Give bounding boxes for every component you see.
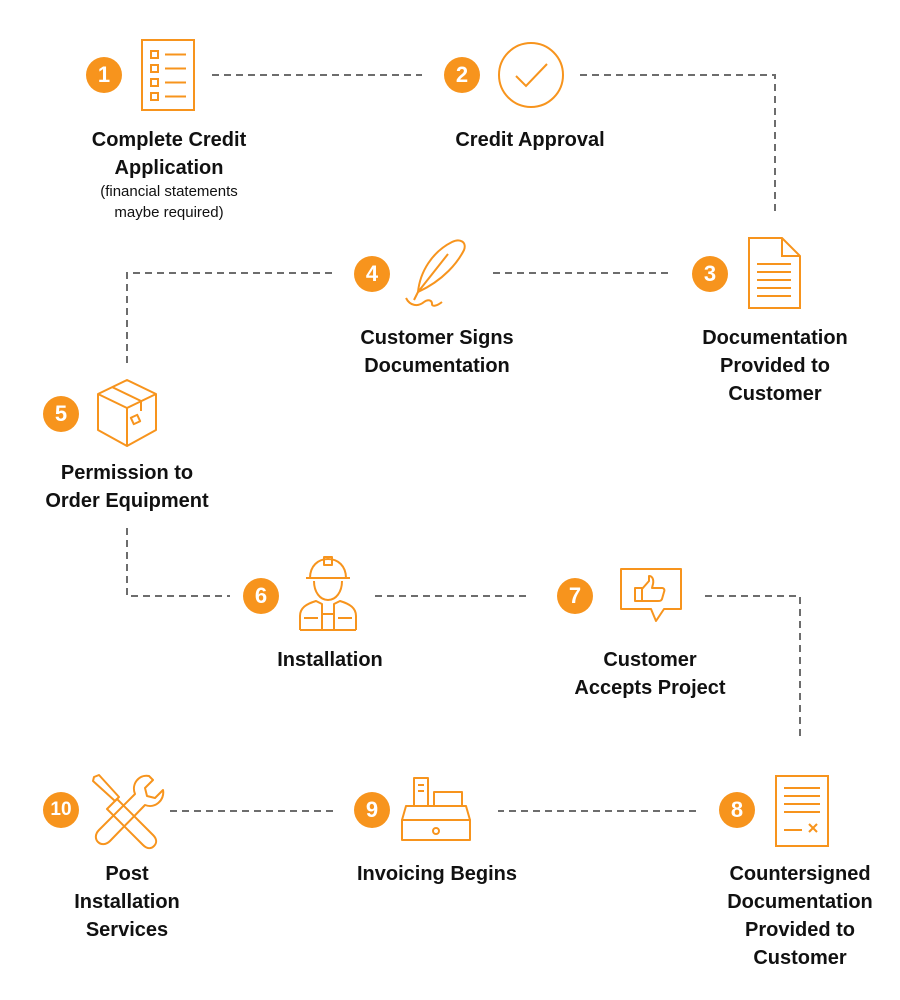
step-7-title-line-2: Accepts Project: [574, 677, 726, 699]
thumbs-up-message-icon: [620, 568, 682, 622]
step-1-title-line-2: Application: [114, 157, 224, 179]
worker-icon: [299, 556, 357, 631]
step-1-note: (financial statements maybe required): [40, 181, 298, 223]
step-3-number: 3: [703, 261, 717, 286]
step-6-title: Installation: [230, 646, 430, 674]
step-2-title: Credit Approval: [400, 126, 660, 154]
step-7-badge: 7: [557, 578, 593, 614]
step-10-title: Post Installation Services: [27, 860, 227, 944]
step-1-title-line-1: Complete Credit: [91, 129, 247, 151]
step-9-number: 9: [365, 797, 379, 822]
step-4-title: Customer Signs Documentation: [312, 324, 562, 380]
connector-5-6: [126, 528, 230, 597]
wrench-screwdriver-icon: [92, 774, 165, 850]
step-10-title-line-2: Installation: [74, 891, 180, 913]
connector-4-5: [126, 272, 332, 368]
step-7-title: Customer Accepts Project: [535, 646, 765, 702]
step-7-number: 7: [568, 583, 582, 608]
step-10-title-line-1: Post: [105, 863, 149, 885]
step-5-title-line-2: Order Equipment: [45, 490, 209, 512]
checkmark-circle-icon: [498, 42, 564, 108]
step-2-title-line-1: Credit Approval: [455, 129, 605, 151]
step-6-title-line-1: Installation: [277, 649, 383, 671]
step-8-title-line-1: Countersigned: [729, 863, 871, 885]
step-3-title-line-1: Documentation: [702, 327, 848, 349]
step-10-badge: 10: [43, 792, 79, 828]
step-4-title-line-1: Customer Signs: [360, 327, 514, 349]
step-9-title-line-1: Invoicing Begins: [356, 863, 518, 885]
step-4-title-line-2: Documentation: [364, 355, 510, 377]
step-5-number: 5: [54, 401, 68, 426]
document-icon: [748, 237, 801, 309]
step-9-title: Invoicing Begins: [317, 860, 557, 888]
step-1-badge: 1: [86, 57, 122, 93]
step-8-title-line-3: Provided to: [744, 919, 855, 941]
step-10-number: 10: [50, 799, 72, 820]
step-1-note-line-1: (financial statements: [100, 183, 238, 200]
step-3-badge: 3: [692, 256, 728, 292]
step-6-badge: 6: [243, 578, 279, 614]
step-8-title-line-4: Customer: [753, 947, 847, 969]
cash-register-icon: [401, 777, 471, 841]
box-icon: [97, 379, 157, 447]
step-6-number: 6: [254, 583, 268, 608]
step-8-title-line-2: Documentation: [727, 891, 873, 913]
step-1-number: 1: [97, 62, 111, 87]
step-10-title-line-3: Services: [85, 919, 169, 941]
connector-2-3: [580, 74, 776, 215]
step-9-badge: 9: [354, 792, 390, 828]
step-7-title-line-1: Customer: [603, 649, 697, 671]
step-8-number: 8: [730, 797, 744, 822]
step-2-badge: 2: [444, 57, 480, 93]
step-4-badge: 4: [354, 256, 390, 292]
step-5-title-line-1: Permission to: [60, 462, 194, 484]
quill-signature-icon: [405, 239, 466, 307]
signed-document-icon: [775, 775, 829, 847]
step-8-title: Countersigned Documentation Provided to …: [690, 860, 900, 972]
checklist-icon: [141, 39, 195, 111]
step-3-title-line-3: Customer: [728, 383, 822, 405]
step-5-badge: 5: [43, 396, 79, 432]
step-2-number: 2: [455, 62, 469, 87]
step-4-number: 4: [365, 261, 379, 286]
step-8-badge: 8: [719, 792, 755, 828]
step-5-title: Permission to Order Equipment: [12, 459, 242, 515]
step-1-title: Complete Credit Application: [40, 126, 298, 182]
step-3-title-line-2: Provided to: [719, 355, 830, 377]
step-1-note-line-2: maybe required): [114, 204, 224, 221]
step-3-title: Documentation Provided to Customer: [665, 324, 885, 408]
